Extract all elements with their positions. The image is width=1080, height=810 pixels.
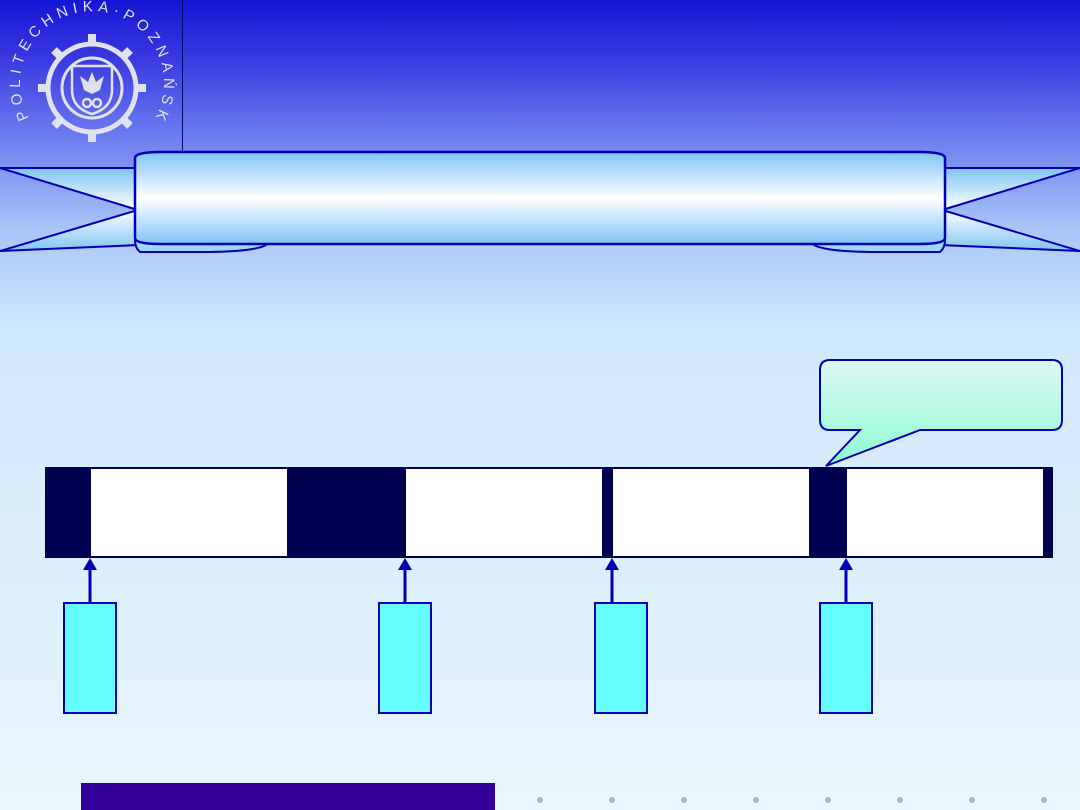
pointer-label-box-2 (378, 602, 432, 714)
banner-title (150, 170, 930, 220)
footer-dot (609, 797, 615, 803)
footer-dot (681, 797, 687, 803)
pointer-label-box-3 (594, 602, 648, 714)
segment-block-3 (612, 468, 810, 557)
callout-bubble (819, 359, 1063, 467)
footer-dot (969, 797, 975, 803)
arrow-2-icon (398, 558, 412, 604)
callout-text (824, 364, 1058, 426)
svg-text:POLITECHNIKA·POZNAŃSKA·: POLITECHNIKA·POZNAŃSKA· (4, 0, 177, 128)
university-seal-logo: POLITECHNIKA·POZNAŃSKA· (4, 0, 177, 142)
seal-arc-text: POLITECHNIKA·POZNAŃSKA· (4, 0, 172, 128)
footer-dot (753, 797, 759, 803)
footer-dot (537, 797, 543, 803)
footer-dot (825, 797, 831, 803)
segment-block-1 (90, 468, 288, 557)
arrow-3-icon (605, 558, 619, 604)
title-ribbon-banner (0, 150, 1080, 253)
logo-panel: POLITECHNIKA·POZNAŃSKA· (0, 0, 183, 160)
pointer-label-box-4 (819, 602, 873, 714)
pointer-label-box-1 (63, 602, 117, 714)
footer-dot (1041, 797, 1047, 803)
arrow-1-icon (83, 558, 97, 604)
footer-dot (897, 797, 903, 803)
arrow-4-icon (839, 558, 853, 604)
segment-block-4 (846, 468, 1044, 557)
footer-bar (81, 783, 495, 810)
segment-block-2 (405, 468, 603, 557)
